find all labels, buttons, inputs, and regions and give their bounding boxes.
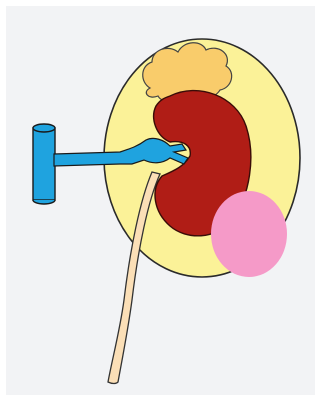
tumor-mass <box>211 191 287 277</box>
vena-cava-top <box>33 124 55 132</box>
diagram-canvas <box>6 6 315 395</box>
kidney-diagram <box>6 6 315 395</box>
vena-cava-bottom <box>33 200 55 204</box>
vena-cava <box>33 128 55 200</box>
